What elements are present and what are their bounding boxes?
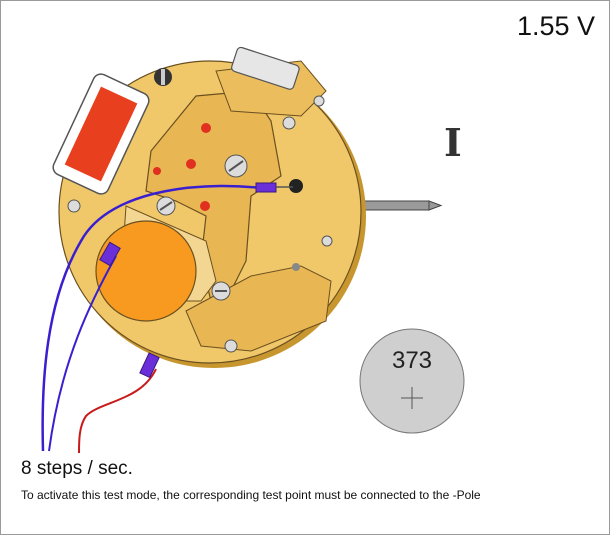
test-probe-bottom (140, 353, 159, 378)
battery-label: 373 (392, 347, 432, 374)
test-mode-indicator: I (444, 120, 462, 165)
voltage-readout: 1.55 V (517, 11, 595, 42)
steps-per-second: 8 steps / sec. (21, 458, 133, 480)
red-wire (79, 369, 156, 453)
instruction-text: To activate this test mode, the correspo… (21, 489, 601, 502)
button-cell-battery: 373 (360, 329, 464, 433)
crown-stem (359, 201, 441, 210)
